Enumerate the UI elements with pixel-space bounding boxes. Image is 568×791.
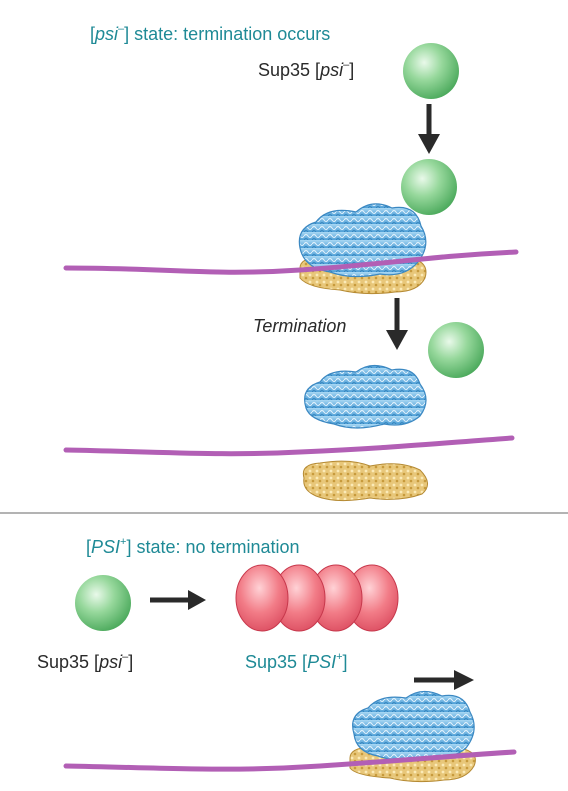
sup35-protein-sphere-bound [401,159,457,215]
mrna-strand-icon-middle [63,435,515,457]
mrna-strand-icon-bottom [63,749,517,772]
sup35-protein-sphere-incoming [403,43,459,99]
ribosome-large-subunit-icon [298,203,427,278]
arrow-right-readthrough-icon [414,670,474,690]
arrow-down-icon [418,104,440,154]
sup35-protein-sphere-released [428,322,484,378]
ribosome-small-subunit-released-icon [302,460,428,502]
ribosome-readthrough [349,690,476,783]
ribosome-large-subunit-released-icon [304,364,427,429]
arrow-right-conversion-icon [150,590,206,610]
sup35-psi-minus-label-top: Sup35 [psi–] [258,59,355,81]
prion-aggregate-icon [235,564,399,632]
top-panel-title: [psi–] state: termination occurs [90,23,331,45]
mrna-strand-icon-top [63,249,519,275]
arrow-down-termination-icon [386,298,408,350]
ribosome-translating [298,203,427,295]
sup35-psi-plus-label: Sup35 [PSI+] [245,651,348,673]
termination-label: Termination [253,316,347,336]
sup35-psi-minus-label-bottom: Sup35 [psi–] [37,651,134,673]
ribosome-large-subunit-bottom-icon [352,690,475,762]
bottom-panel-title: [PSI+] state: no termination [86,536,300,558]
sup35-protein-sphere-soluble [75,575,131,631]
